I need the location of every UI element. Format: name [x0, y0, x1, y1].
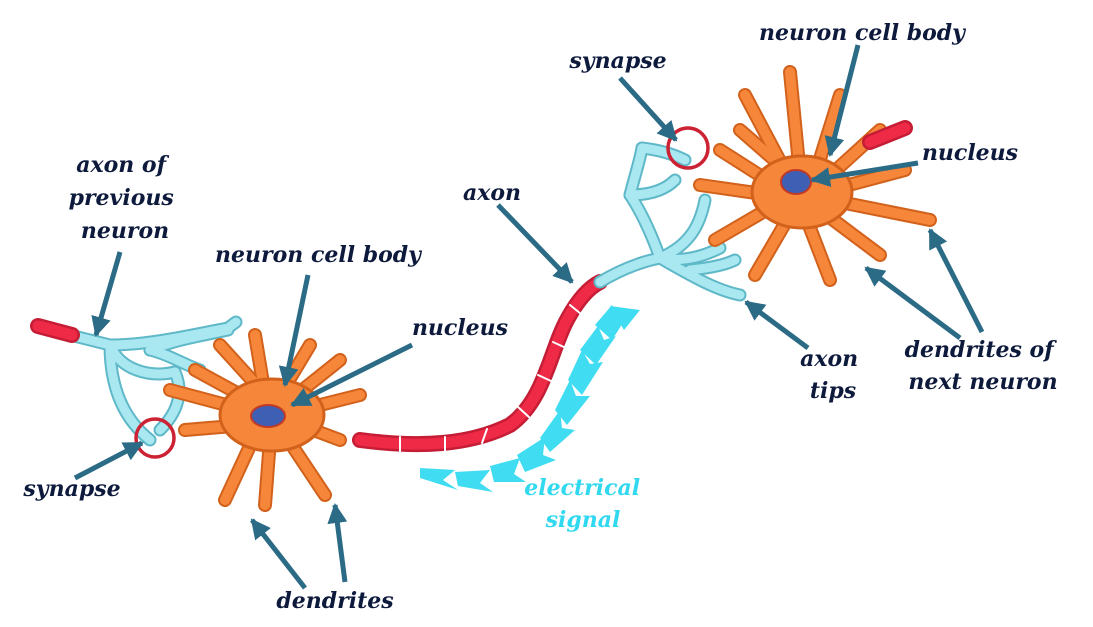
label-axon: axon	[463, 180, 521, 206]
labels: axon of previous neuron neuron cell body…	[22, 20, 1062, 614]
axon	[352, 274, 608, 453]
previous-neuron-axon-terminals	[30, 315, 243, 447]
label-dendrites: dendrites	[276, 588, 393, 614]
arrow-axon	[496, 203, 574, 284]
label-nucleus-left: nucleus	[412, 315, 508, 341]
label-synapse-right: synapse	[568, 48, 666, 74]
label-pointer-arrows	[73, 44, 985, 590]
label-dendrites-of-next-neuron: dendrites of next neuron	[905, 337, 1062, 395]
electrical-signal-arrows	[420, 305, 640, 492]
arrow-synapse-right	[618, 76, 678, 142]
arrow-dendrites-2	[327, 503, 348, 583]
label-nucleus-right: nucleus	[922, 140, 1018, 166]
right-nucleus	[780, 169, 812, 195]
arrow-dendrites-1	[250, 518, 307, 590]
right-neuron-cell-body	[693, 65, 937, 287]
left-nucleus	[250, 404, 286, 428]
synapse-ring-left	[134, 417, 176, 459]
arrow-nucleus-left	[290, 342, 414, 408]
axon-tips	[593, 141, 747, 302]
arrow-axon-tips	[744, 299, 810, 351]
arrow-cell-body-right	[824, 44, 861, 157]
arrow-dendrites-next-2	[864, 265, 962, 341]
arrow-dendrites-next-1	[927, 228, 985, 334]
left-neuron-cell-body	[163, 328, 367, 512]
arrow-cell-body-left	[278, 274, 311, 387]
label-axon-of-previous-neuron: axon of previous neuron	[69, 152, 182, 244]
arrow-nucleus-right	[810, 160, 919, 188]
arrow-synapse-left	[73, 440, 144, 481]
label-neuron-cell-body-right: neuron cell body	[759, 20, 967, 46]
label-axon-tips: axon tips	[800, 346, 866, 404]
synapse-ring-right	[666, 126, 710, 170]
label-synapse-left: synapse	[22, 476, 120, 502]
arrow-axon-previous	[91, 251, 123, 337]
label-electrical-signal: electrical signal	[524, 475, 648, 533]
label-neuron-cell-body-left: neuron cell body	[215, 242, 423, 268]
